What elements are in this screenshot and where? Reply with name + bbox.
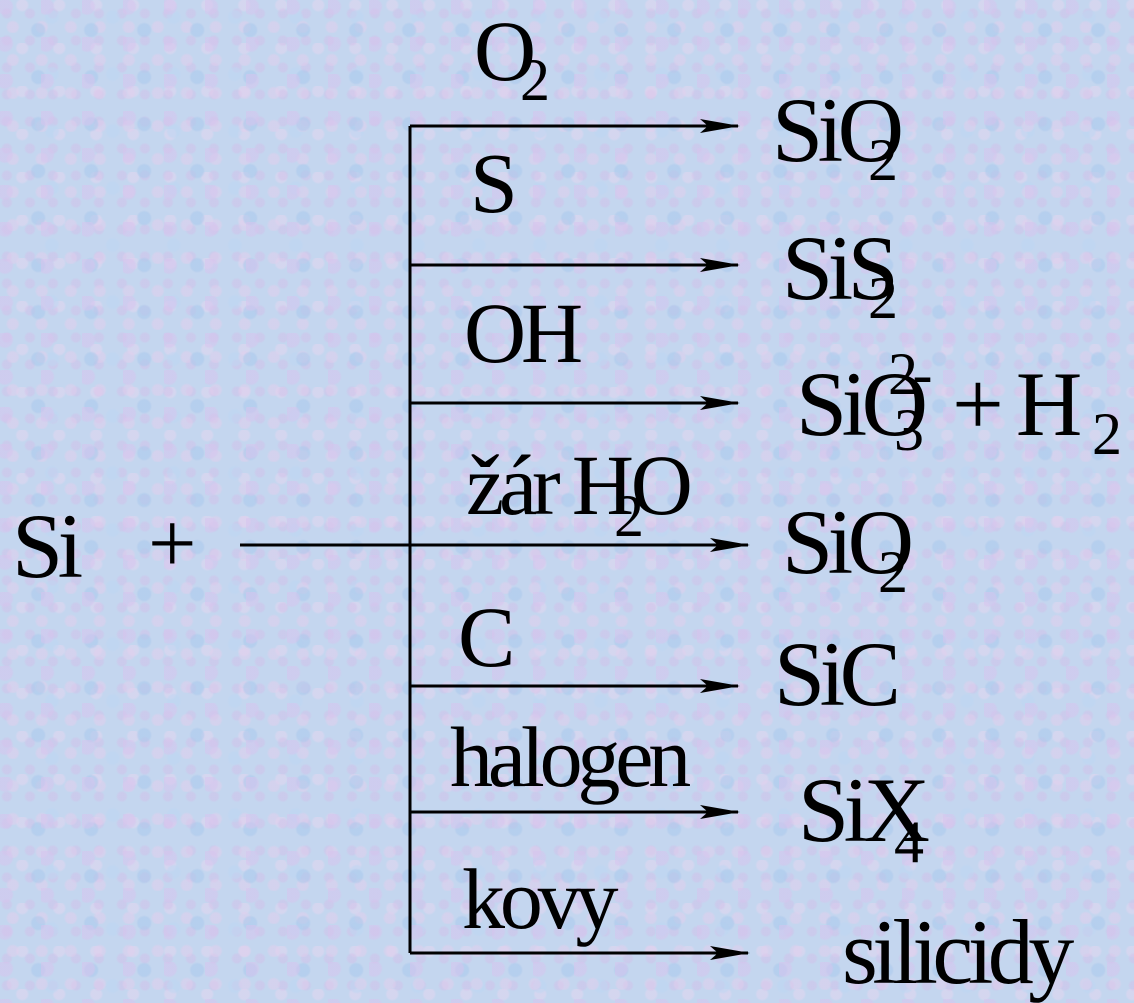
reactant-si: Si [12, 495, 83, 597]
product-superscript: 2- [888, 341, 932, 407]
reagent-subscript: 2 [520, 47, 550, 113]
reagent-c: C [458, 589, 515, 685]
product-subscript: 2 [878, 539, 908, 605]
reagent-tail-text: O [630, 437, 693, 533]
product-text: SiO [782, 491, 914, 593]
reagent-subscript: 2 [614, 483, 644, 549]
product-subscript: 4 [894, 809, 924, 875]
reagent-text: žár H [466, 437, 634, 533]
product-text: SiX [798, 759, 930, 861]
product-extra-subscript: 2 [1092, 401, 1122, 467]
product-silicidy: silicidy [842, 901, 1074, 1003]
product-sic: SiC [774, 623, 901, 725]
product-extra-text: + H [952, 353, 1082, 455]
product-subscript: 2 [868, 127, 898, 193]
reagent-text: O [474, 3, 536, 99]
reagent-s: S [470, 135, 518, 231]
product-subscript: 3 [894, 397, 924, 463]
product-text: SiO [796, 353, 928, 455]
reactant-plus: + [148, 495, 197, 591]
reagent-kovy: kovy [462, 851, 619, 947]
product-text: SiS [782, 217, 899, 319]
reagent-halogen: halogen [450, 709, 691, 805]
reagent-oh: OH [464, 285, 583, 381]
product-subscript: 2 [868, 265, 898, 331]
product-text: SiO [772, 79, 904, 181]
